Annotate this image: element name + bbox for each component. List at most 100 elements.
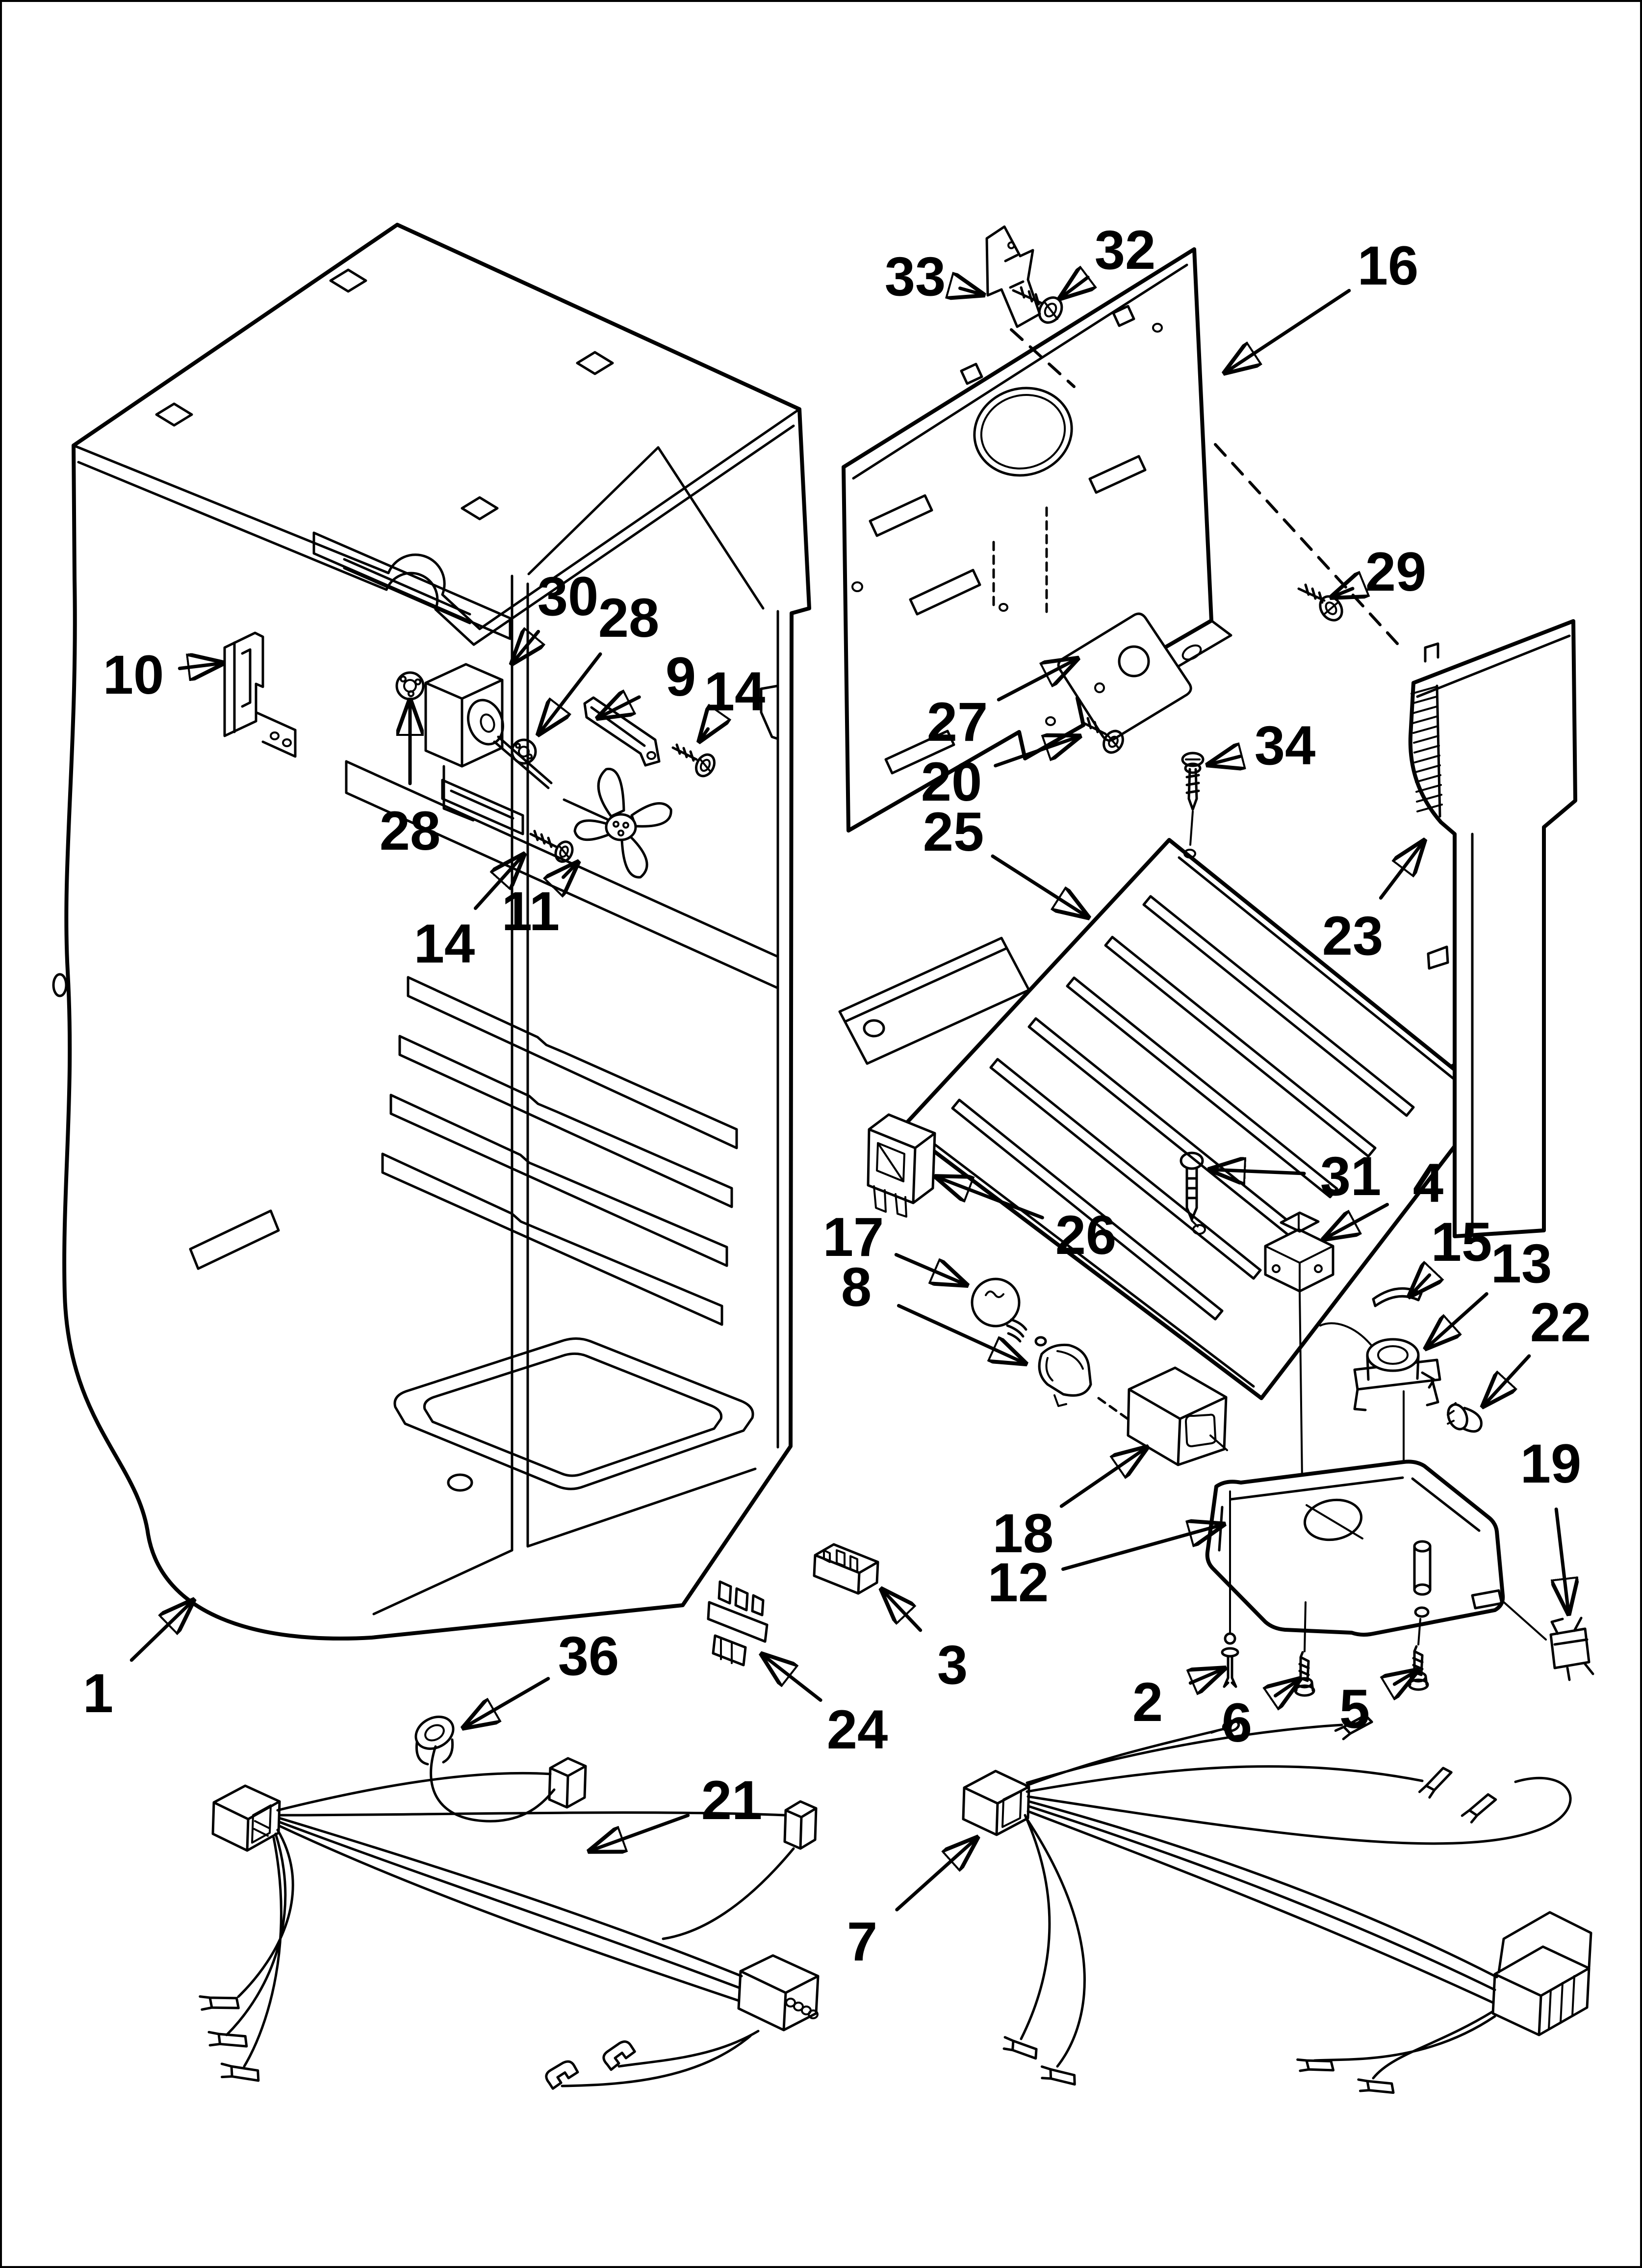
harness-21-wires [225,1745,795,2087]
callout-leader-36 [465,1677,550,1727]
callout-leader-3 [883,1590,923,1632]
spade-terminal [1418,1767,1453,1799]
spade-terminal [207,2031,248,2048]
callout-leader-26 [938,1177,1044,1220]
part-label-4: 4 [1413,1152,1443,1214]
part-label-13: 13 [1491,1233,1552,1294]
harness-21-multi-connector [737,1954,820,2032]
part-label-22: 22 [1530,1292,1591,1353]
wire-grommet [414,1716,455,1766]
pan-screw-6 [1294,1651,1315,1697]
part-label-15: 15 [1431,1211,1492,1273]
tray-25-ribs [951,895,1415,1321]
callout-leader-10 [178,663,222,668]
part-label-17: 17 [823,1206,884,1268]
part-label-12: 12 [988,1552,1049,1613]
callout-leader-34 [1209,756,1240,764]
pan-push-pin [1221,1632,1239,1688]
fan-blade [563,767,672,879]
tray-left-flange [838,937,1030,1065]
part-label-8: 8 [841,1256,872,1318]
wire-clip [602,2040,636,2071]
part-label-28: 28 [380,800,441,861]
tray-25-outline [900,838,1493,1400]
part-label-33: 33 [885,246,946,307]
crisper-drain-hole [447,1473,473,1492]
part-label-11: 11 [502,881,560,942]
part-label-25: 25 [923,801,984,862]
light-shield [1127,1366,1228,1466]
bracket-10-hole [270,731,280,740]
tray-pin-hole [1192,1224,1206,1235]
part-label-20: 20 [921,751,982,812]
light-bulb [971,1277,1047,1347]
part-label-6: 6 [1222,1692,1252,1753]
support-block [813,1543,879,1595]
spade-terminal [1296,2058,1335,2072]
panel-alignment-dashes [1010,328,1405,652]
shelf-retainer [707,1580,769,1667]
part-label-34: 34 [1255,715,1316,776]
liner-side-hole [52,973,68,997]
part-label-10: 10 [103,644,164,705]
defrost-heater-tube [1372,1287,1423,1307]
pan-screw-5 [1408,1645,1429,1691]
callout-leader-5 [1394,1671,1416,1684]
liner-top-face-details [72,268,801,646]
panel-hole [1045,716,1056,726]
panel-16-details [852,263,1232,775]
callout-leader-15 [1411,1275,1430,1295]
duct-23-details [1416,634,1571,1234]
part-label-31: 31 [1320,1146,1382,1207]
part-label-32: 32 [1095,219,1156,281]
motor-grommet [395,671,425,701]
panel-hole [1152,323,1163,333]
callout-leader-29 [1333,589,1353,597]
panel-fold-dashes [992,506,1048,617]
panel-16-fan-hole-inner [980,394,1066,469]
harness-21-connector [783,1800,818,1850]
panel-screw-29 [1297,583,1343,622]
callout-leader-4 [1325,1202,1389,1238]
spade-terminal [1334,1714,1373,1741]
callout-leader-2 [1190,1669,1223,1683]
part-label-2: 2 [1132,1671,1163,1733]
control-knob [1447,1402,1483,1433]
part-label-7: 7 [847,1911,877,1972]
spade-terminal [1461,1793,1497,1824]
callout-leader-6 [1275,1680,1299,1695]
part-label-9: 9 [666,646,696,707]
panel-flange-hole [1181,644,1202,661]
tray-screw-hole [1183,849,1196,859]
bracket-10-hole [282,738,292,747]
part-label-24: 24 [827,1699,888,1760]
callout-leader-14 [474,856,523,910]
harness-7-connector [962,1770,1030,1836]
harness-7-relay-connector [1491,1911,1592,2036]
air-diffuser [867,1113,936,1218]
part-label-14: 14 [414,913,475,974]
defrost-thermostat [1319,1322,1441,1487]
part-label-3: 3 [937,1634,968,1695]
spade-terminal [199,1995,240,2011]
callout-leader-11 [563,863,577,877]
callout-leader-21 [591,1813,690,1851]
spade-terminal [1002,2036,1038,2060]
light-socket [1038,1343,1130,1421]
callout-leader-27 [997,659,1076,702]
part-label-16: 16 [1358,235,1419,296]
wiring-harness-liner [199,1745,820,2090]
callout-leader-14 [700,729,708,740]
spade-terminal [1040,2065,1076,2086]
evaporator-back-panel [842,247,1405,833]
part-label-36: 36 [558,1625,619,1687]
callout-leader-12 [1061,1525,1222,1571]
tray-left-flange-hole [863,1019,885,1038]
pan-clip [1549,1616,1594,1681]
callout-leader-13 [1427,1292,1488,1347]
part-label-28: 28 [598,587,660,649]
wire-clip [545,2060,579,2090]
liner-crisper-floor [393,1337,754,1490]
